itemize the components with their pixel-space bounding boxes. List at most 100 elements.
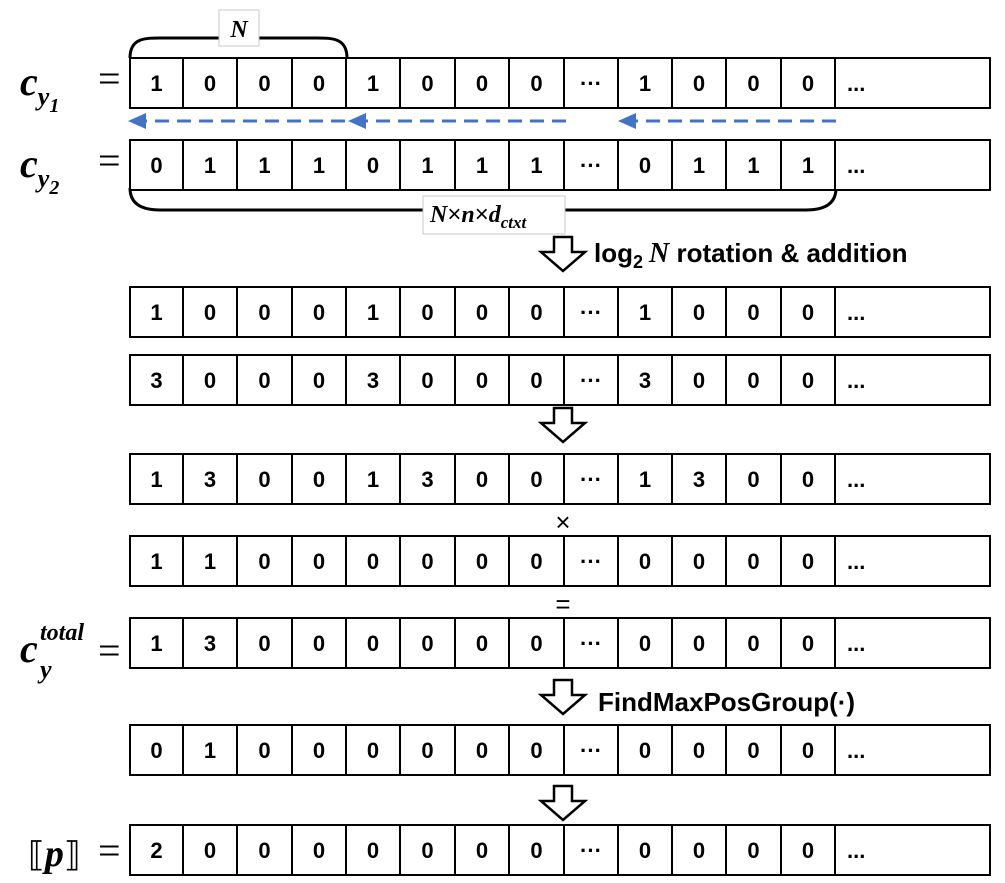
svg-text:cy1: cy1 <box>20 59 59 117</box>
cell <box>345 286 401 338</box>
cell-value: ··· <box>580 300 602 325</box>
top-brace-label: N <box>229 17 249 43</box>
cell-value: 3 <box>421 467 433 492</box>
cell <box>563 824 619 876</box>
cell <box>563 286 619 338</box>
cell-value: 0 <box>204 300 216 325</box>
cell <box>617 617 673 669</box>
cell-value: 0 <box>693 300 705 325</box>
cell <box>236 453 293 505</box>
cell <box>725 453 782 505</box>
cell-value: 0 <box>476 631 488 656</box>
cell <box>399 139 456 191</box>
cell <box>617 354 673 406</box>
cell <box>508 724 565 776</box>
label-p-eq: = <box>98 828 121 873</box>
cell <box>454 824 510 876</box>
cell <box>182 535 238 587</box>
cell <box>508 286 565 338</box>
dashed-arrow-3-head <box>618 113 636 129</box>
cell <box>834 286 991 338</box>
cell-value: 0 <box>802 838 814 863</box>
cell-value: 0 <box>530 738 542 763</box>
cell <box>454 57 510 109</box>
cell-value: 0 <box>747 838 759 863</box>
label-cy2-base: c <box>20 141 38 186</box>
label-p-open: ⟦ <box>28 835 45 875</box>
cell-value: ... <box>847 467 865 492</box>
cell-value: 0 <box>421 631 433 656</box>
cell <box>671 139 727 191</box>
cell <box>725 824 782 876</box>
cell-value: 0 <box>530 300 542 325</box>
cell <box>725 535 782 587</box>
cell <box>399 824 456 876</box>
cell <box>236 139 293 191</box>
cell <box>563 617 619 669</box>
cell-value: 0 <box>258 300 270 325</box>
cell <box>508 535 565 587</box>
cell-value: ··· <box>580 368 602 393</box>
bottom-brace-label-box <box>422 195 566 235</box>
cell-value: 0 <box>313 549 325 574</box>
cell <box>780 286 836 338</box>
cell-value: 0 <box>530 368 542 393</box>
cell-value: ... <box>847 71 865 96</box>
cell <box>834 139 991 191</box>
cell <box>399 617 456 669</box>
cell-value: 0 <box>204 368 216 393</box>
label-cy1-eq: = <box>98 56 121 101</box>
cell <box>291 57 347 109</box>
cell-value: 0 <box>204 838 216 863</box>
cell-value: 1 <box>150 300 162 325</box>
cell-value: 0 <box>476 300 488 325</box>
cell-value: 0 <box>802 549 814 574</box>
cell-value: 1 <box>150 549 162 574</box>
down-arrow-icon <box>537 784 589 822</box>
cell-value: 0 <box>421 738 433 763</box>
cell <box>454 453 510 505</box>
cell-value: 0 <box>476 71 488 96</box>
cell <box>399 535 456 587</box>
cell-value: 3 <box>693 467 705 492</box>
cell-value: 0 <box>367 153 379 178</box>
cell-value: 0 <box>802 368 814 393</box>
cell <box>129 824 184 876</box>
cell-value: 0 <box>747 467 759 492</box>
cell-value: 0 <box>639 549 651 574</box>
cell <box>236 617 293 669</box>
bottom-brace-label: N×n×dctxt <box>429 201 528 232</box>
cell <box>671 354 727 406</box>
cell-value: 1 <box>421 153 433 178</box>
label-total-sup: total <box>40 620 84 646</box>
cell <box>834 354 991 406</box>
dashed-arrow-2-head <box>348 113 366 129</box>
cell-value: 0 <box>639 631 651 656</box>
cell-value: 0 <box>313 631 325 656</box>
cell <box>345 354 401 406</box>
cell <box>182 824 238 876</box>
cell-value: 0 <box>258 838 270 863</box>
cell-value: ... <box>847 631 865 656</box>
cell-value: 0 <box>367 838 379 863</box>
cell <box>780 453 836 505</box>
dashed-arrow-1-head <box>128 113 146 129</box>
cell-value: ... <box>847 738 865 763</box>
top-brace-label-box <box>218 9 260 47</box>
cell-value: 3 <box>639 368 651 393</box>
cell-value: 1 <box>204 738 216 763</box>
cell <box>671 57 727 109</box>
cell-value: 0 <box>530 549 542 574</box>
bottom-brace: N×n×dctxt <box>128 187 838 235</box>
cell-value: 0 <box>150 153 162 178</box>
cell <box>563 724 619 776</box>
label-cy1-subsub: 1 <box>49 95 59 117</box>
cell-value: 0 <box>258 368 270 393</box>
label-p-close: ⟧ <box>64 835 81 875</box>
cell <box>291 824 347 876</box>
cell <box>834 453 991 505</box>
